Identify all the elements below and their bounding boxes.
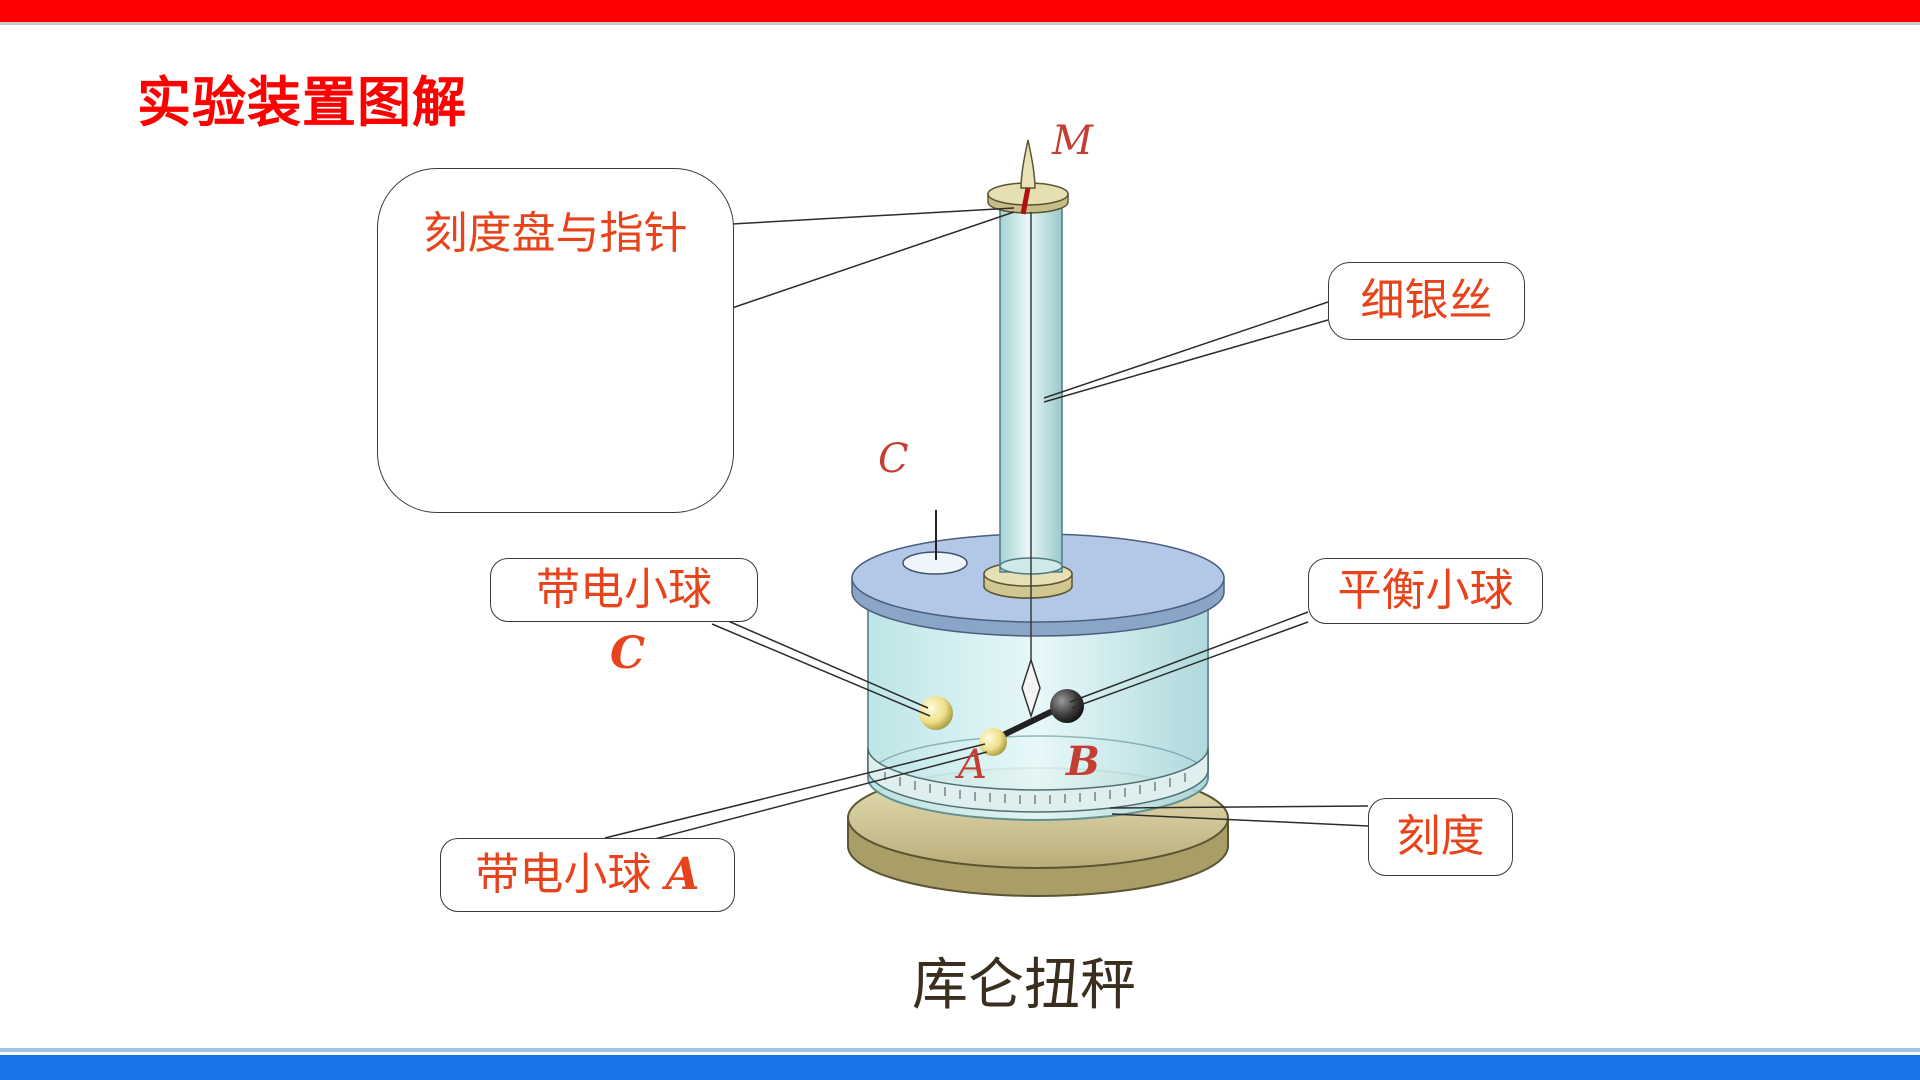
label-a: A: [958, 742, 987, 788]
charged-ball-a: [979, 728, 1007, 756]
label-c: C: [878, 436, 909, 482]
bottom-accent-bar: [0, 1055, 1920, 1080]
callout-charged-ball-c-label: 带电小球: [536, 564, 712, 615]
slide-title: 实验装置图解: [137, 71, 467, 134]
diagram-caption: 库仑扭秤: [912, 953, 1136, 1018]
label-m: M: [1052, 118, 1093, 164]
callout-charged-ball-a: 带电小球 A: [440, 838, 735, 912]
charged-ball-c: [919, 696, 953, 730]
bottom-divider: [0, 1048, 1920, 1052]
balance-ball: [1050, 689, 1084, 723]
label-b: B: [1066, 738, 1100, 785]
callout-silver-wire-label: 细银丝: [1360, 275, 1493, 326]
callout-dial-label: 刻度盘与指针: [423, 208, 688, 259]
callout-charged-ball-a-label: 带电小球 A: [441, 839, 734, 911]
callout-scale: 刻度: [1368, 798, 1513, 876]
callout-silver-wire: 细银丝: [1328, 262, 1525, 340]
glass-cylinder: [867, 591, 1209, 821]
callout-charged-ball-c: 带电小球: [490, 558, 758, 622]
callout-dial: 刻度盘与指针: [377, 168, 734, 513]
top-accent-bar: [0, 0, 1920, 22]
scale-band: [867, 747, 1209, 813]
callout-charged-ball-a-letter: A: [665, 849, 700, 900]
top-divider: [0, 22, 1920, 25]
balance-assembly: [919, 657, 1084, 756]
callout-balance-ball: 平衡小球: [1308, 558, 1543, 624]
callout-balance-ball-label: 平衡小球: [1337, 565, 1514, 616]
leader-lines: [604, 207, 1369, 853]
callout-charged-ball-c-letter: C: [610, 628, 646, 679]
callout-charged-ball-a-text: 带电小球: [475, 849, 652, 900]
callout-scale-label: 刻度: [1396, 811, 1485, 862]
